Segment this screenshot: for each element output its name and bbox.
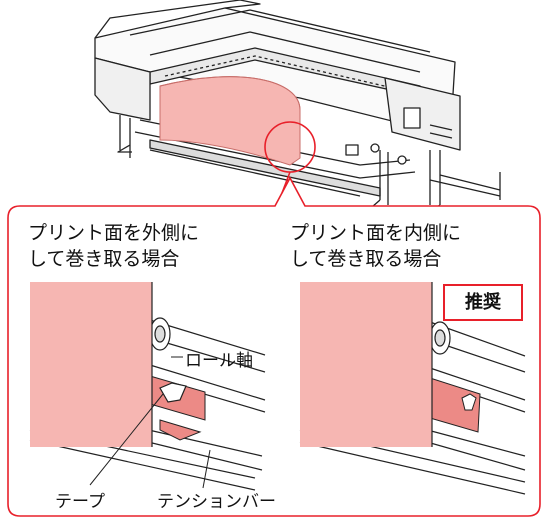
tape-strip	[159, 382, 187, 403]
roll-shaft-label: ロール軸	[185, 351, 253, 371]
left-detail	[29, 282, 266, 491]
left-media-sheet	[30, 282, 152, 447]
recommended-badge: 推奨	[443, 284, 523, 321]
printer-illustration	[94, 0, 501, 211]
roll-shaft-end	[149, 317, 171, 351]
left-panel-caption: プリント面を外側に して巻き取る場合	[28, 222, 200, 270]
tension-bar-label: テンションバー	[157, 492, 276, 512]
tape-label: テープ	[55, 492, 105, 512]
tape-strip-right	[461, 393, 477, 411]
right-panel-caption: プリント面を内側に して巻き取る場合	[290, 222, 462, 270]
roll-shaft-end-right	[429, 321, 451, 355]
right-media-sheet	[300, 282, 432, 447]
right-detail	[299, 282, 526, 495]
